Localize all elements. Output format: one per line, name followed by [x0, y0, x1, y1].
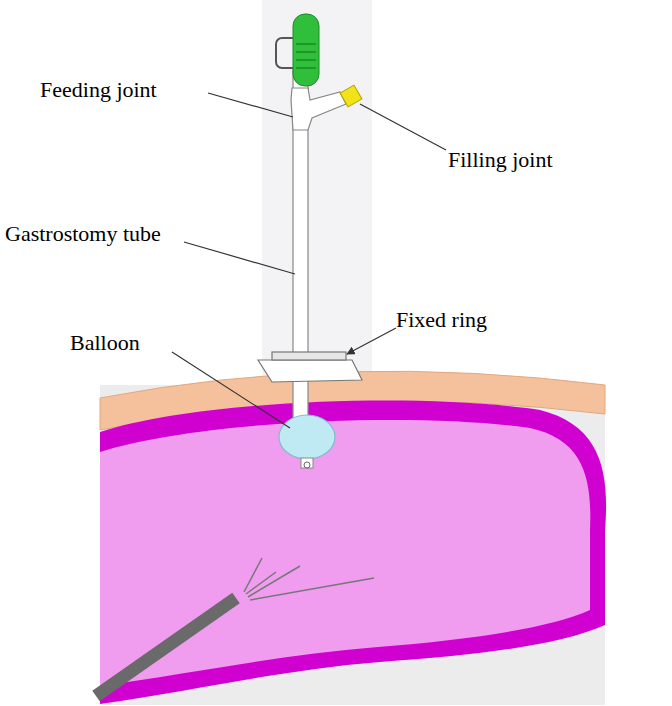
plug-grip	[296, 44, 316, 68]
light-ray	[250, 578, 374, 600]
light-ray	[244, 558, 262, 592]
part-label: Filling joint	[448, 148, 553, 172]
grip-line	[296, 67, 316, 69]
part-label: Feeding joint	[40, 78, 157, 102]
backdrop-band	[262, 0, 372, 380]
part-label: Fixed ring	[396, 308, 487, 332]
tube-tip-hole	[304, 462, 310, 468]
feeding-joint-body	[291, 88, 346, 130]
leader-line	[208, 93, 293, 117]
tube-tip	[301, 458, 313, 468]
leader-arrow	[347, 328, 396, 354]
endoscope	[96, 598, 236, 696]
stomach-wall	[100, 401, 606, 704]
leader-line	[184, 242, 295, 274]
leader-line	[360, 104, 446, 150]
part-label: Balloon	[70, 331, 140, 355]
balloon	[279, 415, 335, 459]
fixed-ring-flange	[258, 360, 362, 382]
filling-valve	[340, 85, 362, 107]
endoscope-light	[244, 558, 374, 600]
grip-line	[296, 59, 316, 61]
fixed-ring	[272, 352, 346, 360]
leader-line	[172, 352, 290, 428]
grip-line	[296, 43, 316, 45]
leader-lines	[172, 93, 446, 428]
part-label: Gastrostomy tube	[5, 222, 161, 246]
feeding-plug	[293, 14, 319, 86]
grip-line	[296, 51, 316, 53]
